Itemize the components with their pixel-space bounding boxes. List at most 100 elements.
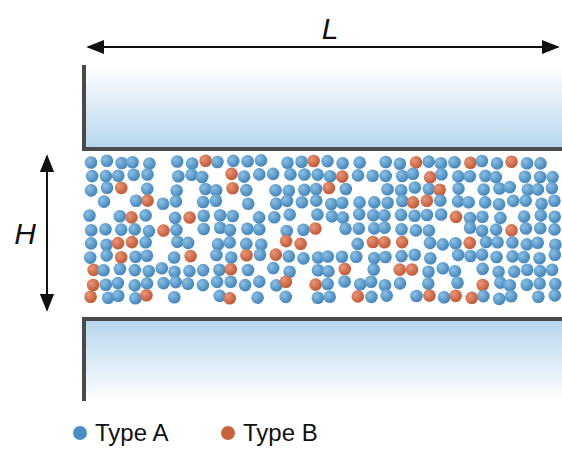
particle-a: [239, 279, 252, 292]
particle-a: [197, 196, 210, 209]
particle-a: [115, 223, 128, 236]
particle-a: [507, 195, 520, 208]
particle-a: [437, 262, 450, 275]
particle-a: [240, 184, 253, 197]
particle-a: [408, 209, 421, 222]
particle-a: [505, 290, 518, 303]
particle-a: [422, 277, 435, 290]
particle-a: [339, 222, 352, 235]
particle-a: [421, 209, 434, 222]
particle-a: [143, 225, 156, 238]
particle-a: [546, 182, 559, 195]
particle-a: [223, 236, 236, 249]
particle-b: [223, 292, 236, 305]
particle-a: [283, 208, 296, 221]
particle-a: [170, 184, 183, 197]
legend-text: Type A: [95, 421, 168, 445]
particle-b: [476, 279, 489, 292]
particle-a: [253, 275, 266, 288]
particle-a: [438, 291, 451, 304]
particle-a: [139, 209, 152, 222]
particle-a: [141, 249, 154, 262]
particle-a: [86, 170, 99, 183]
particle-a: [368, 252, 381, 265]
particle-a: [532, 183, 545, 196]
particle-a: [283, 250, 296, 263]
particle-a: [351, 238, 364, 251]
particle-b: [463, 237, 476, 250]
particle-a: [350, 250, 363, 263]
particle-a: [97, 264, 110, 277]
particle-a: [353, 196, 366, 209]
particle-a: [100, 249, 113, 262]
particle-a: [170, 224, 183, 237]
particle-a: [141, 183, 154, 196]
particle-a: [546, 171, 559, 184]
particle-a: [101, 154, 114, 167]
particle-a: [352, 169, 365, 182]
particle-a: [296, 196, 309, 209]
particle-a: [548, 223, 561, 236]
particle-b: [396, 236, 409, 249]
particle-b: [270, 248, 283, 261]
particle-a: [196, 171, 209, 184]
particle-b: [84, 291, 97, 304]
particle-a: [126, 156, 139, 169]
particle-a: [238, 170, 251, 183]
particle-a: [365, 291, 378, 304]
particle-a: [83, 209, 96, 222]
particle-a: [476, 224, 489, 237]
particle-a: [226, 210, 239, 223]
particle-a: [379, 170, 392, 183]
particle-a: [395, 250, 408, 263]
particle-a: [534, 222, 547, 235]
particle-a: [100, 278, 113, 291]
particle-a: [504, 279, 517, 292]
particle-a: [367, 209, 380, 222]
particle-a: [394, 277, 407, 290]
particle-a: [112, 290, 125, 303]
particle-a: [325, 198, 338, 211]
particle-a: [464, 170, 477, 183]
particle-a: [535, 198, 548, 211]
particle-a: [269, 184, 282, 197]
particle-a: [491, 236, 504, 249]
particle-a: [534, 265, 547, 278]
particle-b: [450, 211, 463, 224]
particle-a: [211, 156, 224, 169]
particle-a: [448, 156, 461, 169]
particle-b: [141, 194, 154, 207]
particle-a: [338, 275, 351, 288]
particle-a: [240, 238, 253, 251]
particle-a: [322, 265, 335, 278]
particle-a: [326, 210, 339, 223]
particle-a: [519, 194, 532, 207]
particle-a: [197, 279, 210, 292]
particle-b: [449, 290, 462, 303]
particle-b: [199, 154, 212, 167]
particle-a: [409, 181, 422, 194]
particle-a: [381, 183, 394, 196]
particle-a: [549, 278, 562, 291]
particle-a: [490, 251, 503, 264]
particle-a: [395, 223, 408, 236]
particle-a: [353, 156, 366, 169]
particle-a: [380, 289, 393, 302]
particle-b: [406, 263, 419, 276]
particle-a: [449, 265, 462, 278]
particle-b: [339, 263, 352, 276]
particle-a: [464, 221, 477, 234]
particle-a: [367, 263, 380, 276]
particle-a: [395, 184, 408, 197]
particle-a: [531, 237, 544, 250]
particle-b: [505, 155, 518, 168]
particle-a: [395, 209, 408, 222]
particle-a: [493, 293, 506, 306]
particle-a: [157, 277, 170, 290]
height-label: H: [14, 219, 36, 249]
particle-b: [115, 251, 128, 264]
particle-a: [128, 279, 141, 292]
particle-a: [410, 224, 423, 237]
particle-a: [141, 277, 154, 290]
particle-a: [435, 168, 448, 181]
